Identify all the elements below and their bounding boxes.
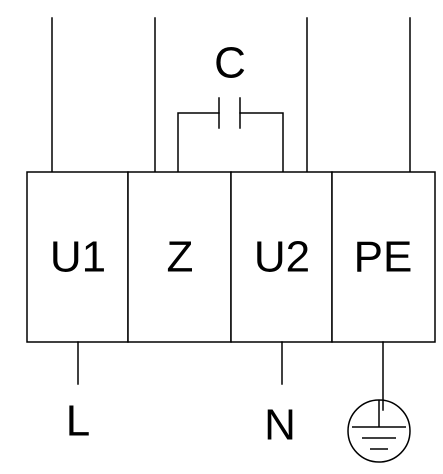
terminal-pe bbox=[331, 171, 436, 343]
capacitor-label: C bbox=[214, 39, 246, 88]
line-label: L bbox=[66, 397, 90, 446]
terminal-label-u2: U2 bbox=[254, 233, 310, 282]
capacitor-lead-right bbox=[239, 112, 284, 173]
neutral-label: N bbox=[264, 401, 296, 450]
terminal-block bbox=[26, 171, 436, 343]
terminal-label-z: Z bbox=[167, 233, 194, 282]
terminal-label-pe: PE bbox=[354, 233, 413, 282]
capacitor bbox=[177, 97, 284, 173]
terminal-label-u1: U1 bbox=[50, 233, 106, 282]
capacitor-lead-left bbox=[177, 112, 220, 173]
protective-earth-icon bbox=[347, 399, 411, 463]
